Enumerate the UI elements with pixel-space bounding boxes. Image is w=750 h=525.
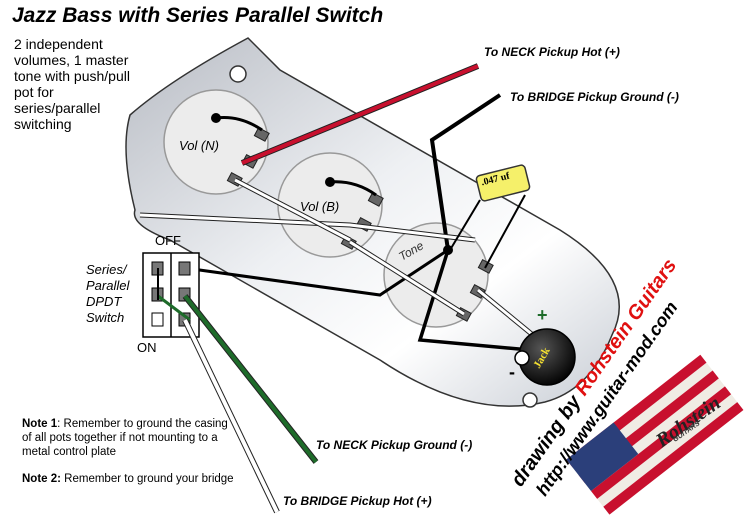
- note-1-heading: Note 1: [22, 418, 58, 430]
- label-vol-neck: Vol (N): [179, 138, 219, 153]
- label-bridge-hot: To BRIDGE Pickup Hot (+): [283, 494, 432, 508]
- description: 2 independent volumes, 1 master tone wit…: [14, 36, 130, 132]
- capacitor: [475, 164, 531, 202]
- label-neck-hot: To NECK Pickup Hot (+): [484, 45, 620, 59]
- note-2-text: Remember to ground your bridge: [60, 473, 234, 485]
- page-title: Jazz Bass with Series Parallel Switch: [12, 4, 384, 27]
- note-1: Note 1: Remember to ground the casing of…: [22, 417, 237, 459]
- lug: [367, 191, 384, 207]
- pot-vol-neck: [163, 89, 269, 195]
- switch-off-label: OFF: [155, 233, 181, 248]
- note-2-heading: Note 2:: [22, 473, 61, 485]
- switch-lug: [151, 312, 164, 327]
- flag-logo: [566, 354, 744, 515]
- switch-on-label: ON: [137, 340, 157, 355]
- mount-hole: [522, 392, 538, 408]
- switch-lug: [178, 261, 191, 276]
- switch-lug: [178, 287, 191, 302]
- switch-label: Series/ Parallel DPDT Switch: [86, 262, 130, 325]
- jack-plus: +: [537, 305, 548, 325]
- jack-minus: -: [509, 362, 515, 382]
- pot-tone: [383, 222, 489, 328]
- lug: [253, 126, 270, 142]
- label-vol-bridge: Vol (B): [300, 199, 340, 214]
- label-bridge-ground: To BRIDGE Pickup Ground (-): [510, 90, 679, 104]
- label-neck-ground: To NECK Pickup Ground (-): [316, 438, 473, 452]
- note-1-text: : Remember to ground the casing of all p…: [22, 418, 228, 458]
- note-2: Note 2: Remember to ground your bridge: [22, 472, 237, 486]
- mount-hole: [229, 65, 247, 83]
